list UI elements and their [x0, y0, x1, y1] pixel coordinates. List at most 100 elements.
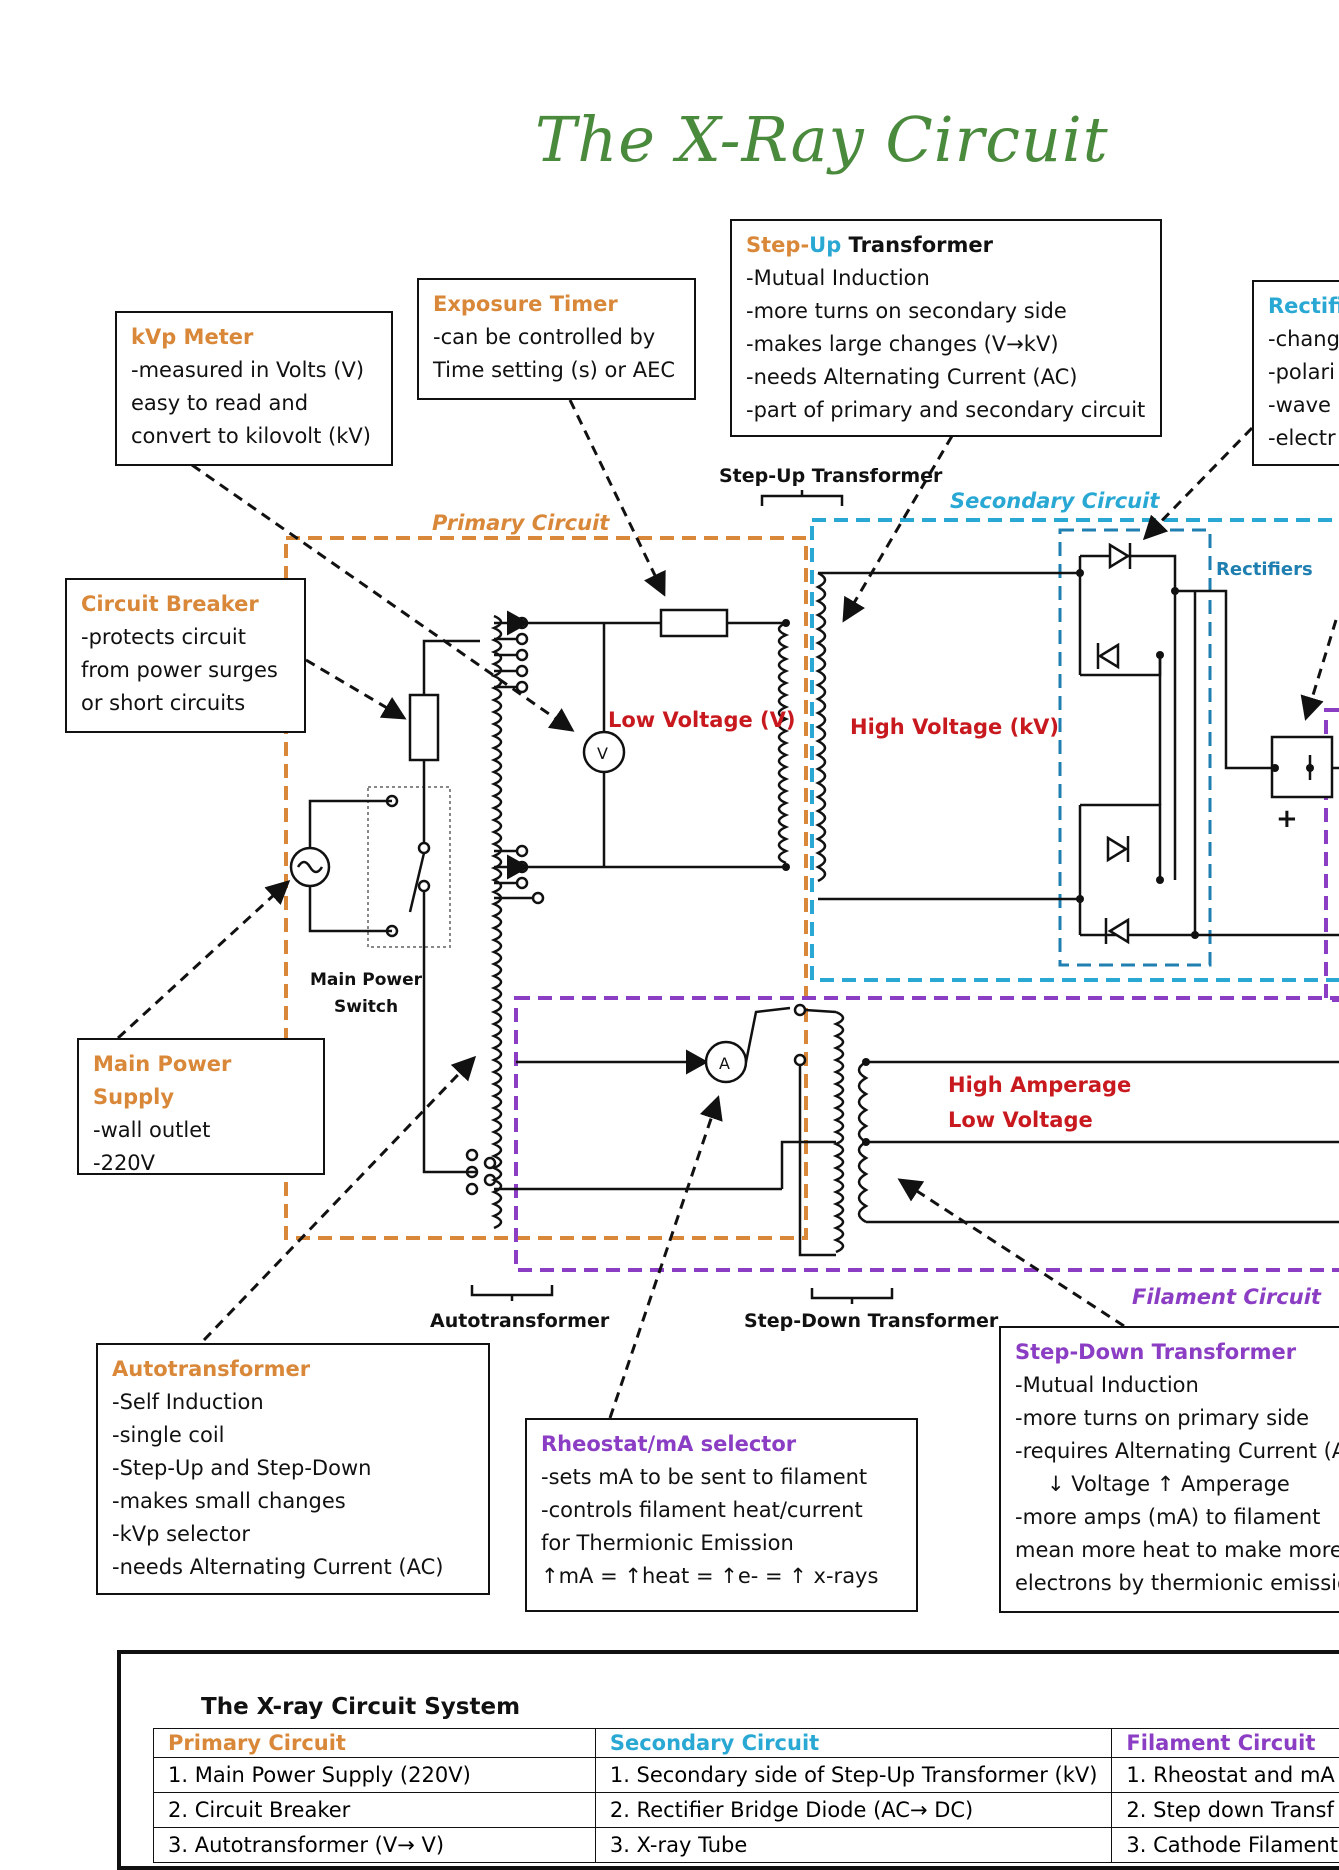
autotransformer-brace — [472, 1285, 552, 1301]
autotransformer-line: -makes small changes — [112, 1485, 474, 1518]
kvp-meter-line: -measured in Volts (V) — [131, 354, 377, 387]
label-secondary-circuit: Secondary Circuit — [950, 489, 1160, 513]
label-primary-circuit: Primary Circuit — [432, 511, 610, 535]
summary-cell: 2. Circuit Breaker — [154, 1793, 596, 1828]
rectifiers-box: Rectifi -chang -polari -wave -electr — [1252, 280, 1339, 466]
step-up-secondary-coil — [818, 573, 825, 881]
ac-source-wave — [298, 862, 322, 872]
rectifiers-line: -wave — [1268, 389, 1338, 422]
circuit-breaker-line: from power surges — [81, 654, 290, 687]
autotransformer-line: -Self Induction — [112, 1386, 474, 1419]
step-down-line: -requires Alternating Current (A — [1015, 1435, 1337, 1468]
ammeter-symbol: A — [719, 1054, 730, 1073]
label-low-voltage: Low Voltage (V) — [608, 708, 796, 732]
rheostat-line: -controls filament heat/current — [541, 1494, 902, 1527]
autotransformer-line: -Step-Up and Step-Down — [112, 1452, 474, 1485]
step-down-line: -Mutual Induction — [1015, 1369, 1337, 1402]
rectifier-arrow-2 — [1306, 620, 1336, 718]
step-up-title-part: Up — [809, 233, 841, 257]
step-up-line: -Mutual Induction — [746, 262, 1146, 295]
summary-cell: 2. Step down Transf — [1112, 1793, 1339, 1828]
rheostat-contact — [795, 1005, 805, 1015]
step-down-line: electrons by thermionic emissio — [1015, 1567, 1337, 1600]
exposure-timer-resistor — [661, 610, 727, 636]
label-main-power-1: Main Power — [310, 970, 423, 990]
label-step-up-transformer: Step-Up Transformer — [719, 465, 943, 487]
main-power-supply-box: Main Power Supply -wall outlet -220V — [77, 1038, 325, 1175]
kvp-meter-title: kVp Meter — [131, 321, 377, 354]
rectifiers-line: -electr — [1268, 422, 1338, 455]
step-up-primary-coil — [779, 623, 786, 863]
autotransformer-coil — [494, 616, 501, 1228]
breaker-arrow — [306, 660, 404, 718]
circuit-breaker-box: Circuit Breaker -protects circuit from p… — [65, 578, 306, 733]
summary-cell: 1. Main Power Supply (220V) — [154, 1758, 596, 1793]
label-high-amperage: High Amperage — [948, 1073, 1131, 1097]
summary-cell: 3. Cathode Filament — [1112, 1828, 1339, 1863]
label-high-voltage: High Voltage (kV) — [850, 715, 1059, 739]
step-up-line: -needs Alternating Current (AC) — [746, 361, 1146, 394]
switch-enclosure — [368, 787, 450, 947]
xray-tube-terminal — [1272, 737, 1332, 797]
timer-arrow — [570, 400, 664, 594]
autotransformer-taps-top — [494, 618, 527, 692]
rheostat-contact — [795, 1055, 805, 1065]
exposure-timer-title: Exposure Timer — [433, 288, 680, 321]
supply-arrow — [118, 882, 288, 1038]
summary-header-row: Primary Circuit Secondary Circuit Filame… — [154, 1729, 1339, 1758]
rheostat-line: ↑mA = ↑heat = ↑e- = ↑ x-rays — [541, 1560, 902, 1593]
rectifiers-line: -polari — [1268, 356, 1338, 389]
summary-cell: 2. Rectifier Bridge Diode (AC→ DC) — [595, 1793, 1112, 1828]
step-up-line: -part of primary and secondary circuit — [746, 394, 1146, 427]
exposure-timer-line: -can be controlled by — [433, 321, 680, 354]
plus-sign: + — [1276, 804, 1298, 834]
primary-circuit-region — [286, 538, 806, 1238]
step-up-line: -more turns on secondary side — [746, 295, 1146, 328]
rectifiers-line: -chang — [1268, 323, 1338, 356]
summary-header-secondary: Secondary Circuit — [595, 1729, 1112, 1758]
step-up-line: -makes large changes (V→kV) — [746, 328, 1146, 361]
rheostat-line: -sets mA to be sent to filament — [541, 1461, 902, 1494]
label-step-down-transformer: Step-Down Transformer — [744, 1310, 999, 1332]
exposure-timer-line: Time setting (s) or AEC — [433, 354, 680, 387]
step-down-brace — [812, 1288, 892, 1304]
circuit-breaker-fuse — [410, 695, 438, 760]
exposure-timer-box: Exposure Timer -can be controlled by Tim… — [417, 278, 696, 400]
step-down-box: Step-Down Transformer -Mutual Induction … — [999, 1326, 1339, 1613]
step-up-brace — [762, 490, 842, 506]
summary-cell: 1. Secondary side of Step-Up Transformer… — [595, 1758, 1112, 1793]
rectifier-diode — [1098, 643, 1118, 669]
step-down-line: ↓ Voltage ↑ Amperage — [1015, 1468, 1337, 1501]
switch-contact — [419, 843, 429, 853]
autotransformer-box: Autotransformer -Self Induction -single … — [96, 1343, 490, 1595]
step-down-line: -more turns on primary side — [1015, 1402, 1337, 1435]
kvp-meter-box: kVp Meter -measured in Volts (V) easy to… — [115, 311, 393, 466]
main-power-supply-line: -wall outlet — [93, 1114, 309, 1147]
step-down-line: -more amps (mA) to filament — [1015, 1501, 1337, 1534]
step-up-title-part: Transformer — [841, 233, 993, 257]
summary-table: Primary Circuit Secondary Circuit Filame… — [153, 1728, 1339, 1863]
summary-header-primary: Primary Circuit — [154, 1729, 596, 1758]
step-down-title: Step-Down Transformer — [1015, 1336, 1337, 1369]
switch-contact — [419, 881, 429, 891]
label-rectifiers: Rectifiers — [1216, 559, 1313, 580]
step-down-line: mean more heat to make more — [1015, 1534, 1337, 1567]
circuit-breaker-title: Circuit Breaker — [81, 588, 290, 621]
label-autotransformer: Autotransformer — [430, 1310, 610, 1332]
rectifier-diode — [1110, 543, 1130, 569]
autotransformer-line: -single coil — [112, 1419, 474, 1452]
voltmeter-symbol: V — [597, 744, 608, 763]
circuit-breaker-line: or short circuits — [81, 687, 290, 720]
rectifier-diode — [1106, 918, 1128, 944]
step-up-box: Step-Up Transformer -Mutual Induction -m… — [730, 219, 1162, 437]
main-power-supply-line: -220V — [93, 1147, 309, 1180]
kvp-meter-line: easy to read and — [131, 387, 377, 420]
summary-row: 1. Main Power Supply (220V) 1. Secondary… — [154, 1758, 1339, 1793]
stepup-arrow — [844, 436, 952, 620]
autotransformer-title: Autotransformer — [112, 1353, 474, 1386]
summary-title: The X-ray Circuit System — [201, 1694, 520, 1720]
label-main-power-2: Switch — [334, 997, 398, 1017]
summary-cell: 1. Rheostat and mA — [1112, 1758, 1339, 1793]
summary-header-filament: Filament Circuit — [1112, 1729, 1339, 1758]
summary-section: The X-ray Circuit System Primary Circuit… — [117, 1650, 1339, 1870]
